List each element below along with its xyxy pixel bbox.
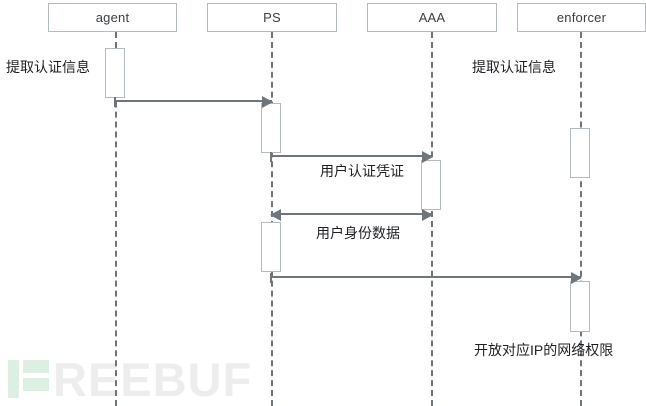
message-tail xyxy=(270,152,272,162)
participant-label-aaa: AAA xyxy=(418,10,446,25)
message-ps-aaa-bidirectional xyxy=(270,209,433,221)
participant-ps[interactable]: PS xyxy=(207,3,337,32)
arrowhead-right-icon xyxy=(422,209,433,221)
participant-enforcer[interactable]: enforcer xyxy=(517,3,646,32)
message-tail xyxy=(114,97,116,107)
participant-agent[interactable]: agent xyxy=(48,3,177,32)
label-user-identity-data: 用户身份数据 xyxy=(316,225,400,241)
participant-label-enforcer: enforcer xyxy=(556,10,607,25)
activation-ps-2 xyxy=(261,222,281,272)
activation-ps-1 xyxy=(261,103,281,153)
watermark-wordmark: REEBUF xyxy=(53,352,253,406)
logo-vertical-bar xyxy=(8,360,19,398)
freebuf-logo-icon xyxy=(8,358,50,400)
participant-label-ps: PS xyxy=(263,10,281,25)
participant-aaa[interactable]: AAA xyxy=(367,3,497,32)
arrowhead-right-icon xyxy=(422,151,433,163)
activation-agent-1 xyxy=(105,48,125,98)
activation-enforcer-1 xyxy=(570,128,590,178)
label-extract-auth-left: 提取认证信息 xyxy=(6,59,90,75)
logo-lower-bar xyxy=(23,378,49,391)
message-agent-to-ps xyxy=(114,96,273,108)
lifeline-agent xyxy=(115,32,117,406)
message-ps-to-aaa xyxy=(270,151,433,163)
arrowhead-left-icon xyxy=(270,209,281,221)
label-open-ip-network-permission: 开放对应IP的网络权限 xyxy=(474,342,614,358)
arrowhead-right-icon xyxy=(571,272,582,284)
activation-enforcer-2 xyxy=(570,281,590,332)
label-user-auth-credential: 用户认证凭证 xyxy=(320,163,404,179)
message-tail xyxy=(270,273,272,283)
label-extract-auth-right: 提取认证信息 xyxy=(472,59,556,75)
participant-label-agent: agent xyxy=(95,10,130,25)
lifeline-enforcer xyxy=(580,32,582,406)
freebuf-watermark: REEBUF xyxy=(8,355,252,403)
arrowhead-right-icon xyxy=(262,96,273,108)
activation-aaa-1 xyxy=(421,160,441,210)
message-ps-to-enforcer xyxy=(270,272,582,284)
logo-upper-bar xyxy=(23,360,49,373)
